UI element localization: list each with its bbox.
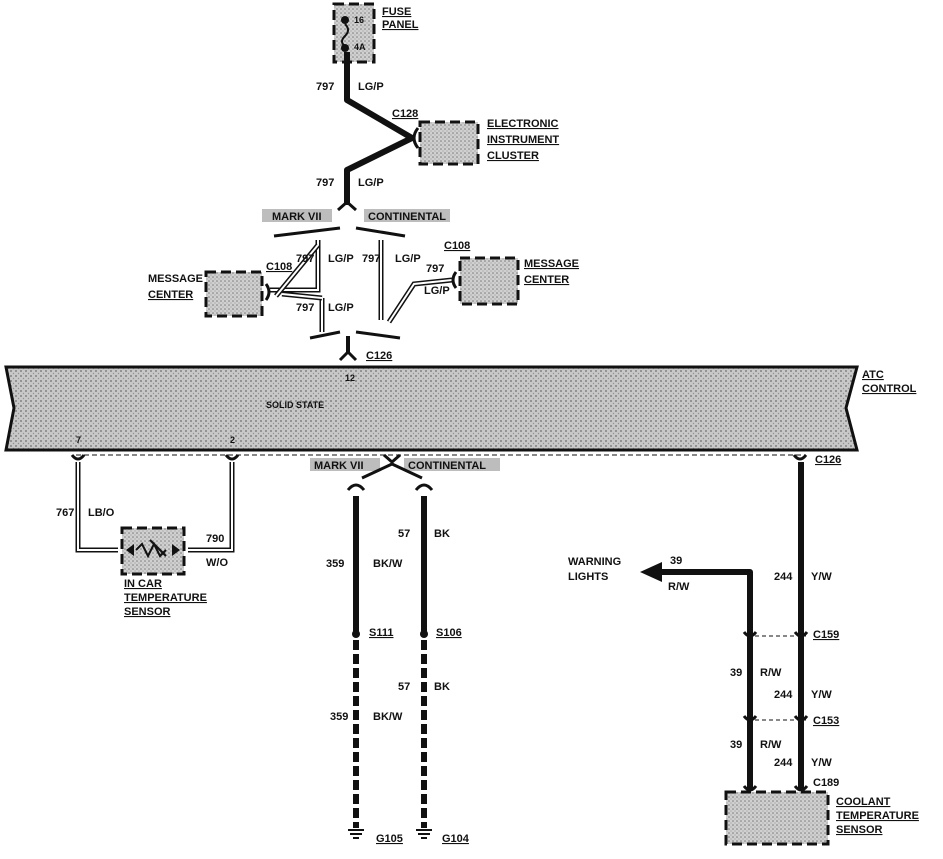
variant-mark-vii-top: MARK VII [272, 211, 322, 223]
c126-top-label: C126 [366, 350, 392, 362]
ground-right-wiring [414, 483, 434, 839]
ground-left-wire2-num: 359 [330, 711, 348, 723]
coolant-wiring [640, 454, 809, 792]
wire-797-main [344, 52, 415, 200]
sensor-in-car-label-1: IN CAR [124, 578, 162, 590]
splice-s111: S111 [369, 627, 393, 639]
coolant-wire3a-color: R/W [760, 739, 782, 751]
coolant-wire-num: 244 [774, 571, 793, 583]
warning-wire-num: 39 [670, 555, 682, 567]
fuse-amperage: 4A [354, 42, 366, 52]
coolant-temp-sensor: COOLANT TEMPERATURE SENSOR [724, 790, 919, 846]
ground-right-wire-color: BK [434, 528, 450, 540]
msg-left-wire1-num: 797 [296, 253, 314, 265]
msg-right-wire2-color: LG/P [424, 285, 450, 297]
sensor-in-car-wire2-color: W/O [206, 557, 228, 569]
variant-continental-top: CONTINENTAL [368, 211, 446, 223]
sensor-in-car-wire1-color: LB/O [88, 507, 115, 519]
atc-solid-state: SOLID STATE [266, 400, 324, 410]
message-center-right: C108 MESSAGE CENTER [444, 240, 579, 306]
sensor-in-car-wire2-num: 790 [206, 533, 224, 545]
ground-left-wire2-color: BK/W [373, 711, 403, 723]
atc-label-1: ATC [862, 369, 884, 381]
coolant-wire2a-color: R/W [760, 667, 782, 679]
instrument-cluster: ELECTRONIC INSTRUMENT CLUSTER [418, 118, 559, 166]
msg-right-wire1-color: LG/P [395, 253, 421, 265]
msg-left-label-2: CENTER [148, 289, 193, 301]
c189-label: C189 [813, 777, 839, 789]
c128-connector [412, 127, 420, 149]
ground-left-wiring [346, 483, 366, 839]
coolant-wire3b-color: Y/W [811, 757, 832, 769]
in-car-temp-sensor: IN CAR TEMPERATURE SENSOR [120, 526, 207, 618]
variant-mark-vii-bottom: MARK VII [314, 460, 364, 472]
msg-left-wire2-num: 797 [296, 302, 314, 314]
ground-g104: G104 [442, 833, 470, 845]
atc-pin-7: 7 [76, 435, 81, 445]
variant-split-bottom [383, 453, 401, 464]
coolant-wire-color: Y/W [811, 571, 832, 583]
atc-control-module: 12 SOLID STATE 7 2 ATC CONTROL [4, 365, 917, 452]
ground-left-wire-num: 359 [326, 558, 344, 570]
atc-pin-12: 12 [345, 373, 355, 383]
fuse-number: 16 [354, 15, 364, 25]
atc-label-2: CONTROL [862, 383, 917, 395]
ground-left-wire-color: BK/W [373, 558, 403, 570]
fuse-panel-label-2: PANEL [382, 19, 419, 31]
msg-left-wire1-color: LG/P [328, 253, 354, 265]
coolant-wire3a-num: 39 [730, 739, 742, 751]
atc-pin-2: 2 [230, 435, 235, 445]
msg-left-label-1: MESSAGE [148, 273, 203, 285]
ground-right-wire-num: 57 [398, 528, 410, 540]
coolant-sensor-label-2: TEMPERATURE [836, 810, 919, 822]
sensor-in-car-label-3: SENSOR [124, 606, 171, 618]
msg-left-wire2-color: LG/P [328, 302, 354, 314]
warning-lights-label-1: WARNING [568, 556, 621, 568]
c159-label: C159 [813, 629, 839, 641]
mark-vii-wiring [270, 240, 325, 332]
coolant-sensor-label-1: COOLANT [836, 796, 891, 808]
ground-g105: G105 [376, 833, 403, 845]
sensor-in-car-label-2: TEMPERATURE [124, 592, 207, 604]
coolant-wire2a-num: 39 [730, 667, 742, 679]
coolant-wire2b-num: 244 [774, 689, 793, 701]
c108-right-label: C108 [444, 240, 470, 252]
fuse-panel-label-1: FUSE [382, 6, 411, 18]
cluster-label-2: INSTRUMENT [487, 134, 559, 146]
warning-lights-label-2: LIGHTS [568, 571, 608, 583]
variant-split-top [337, 199, 357, 212]
msg-right-wire2-num: 797 [426, 263, 444, 275]
c126-top-connector [338, 349, 358, 362]
cluster-label-3: CLUSTER [487, 150, 539, 162]
wire-797-mid-num: 797 [316, 177, 334, 189]
splice-s106: S106 [436, 627, 462, 639]
wire-797-mid-color: LG/P [358, 177, 384, 189]
msg-right-wire1-num: 797 [362, 253, 380, 265]
c108-left-label: C108 [266, 261, 292, 273]
sensor-in-car-wire1-num: 767 [56, 507, 74, 519]
wire-797-top-num: 797 [316, 81, 334, 93]
variant-continental-bottom: CONTINENTAL [408, 460, 486, 472]
c153-label: C153 [813, 715, 839, 727]
wire-797-top-color: LG/P [358, 81, 384, 93]
continental-wiring [378, 240, 453, 324]
c126-bottom-label: C126 [815, 454, 841, 466]
coolant-wire3b-num: 244 [774, 757, 793, 769]
msg-right-label-2: CENTER [524, 274, 569, 286]
coolant-sensor-label-3: SENSOR [836, 824, 883, 836]
msg-right-label-1: MESSAGE [524, 258, 579, 270]
c128-label: C128 [392, 108, 418, 120]
ground-right-wire2-color: BK [434, 681, 450, 693]
fuse-panel: 16 4A FUSE PANEL [332, 2, 419, 64]
ground-right-wire2-num: 57 [398, 681, 410, 693]
coolant-wire2b-color: Y/W [811, 689, 832, 701]
warning-wire-color: R/W [668, 581, 690, 593]
message-center-left: C108 MESSAGE CENTER [148, 261, 292, 318]
in-car-temp-sensor-wiring [70, 454, 240, 553]
cluster-label-1: ELECTRONIC [487, 118, 559, 130]
